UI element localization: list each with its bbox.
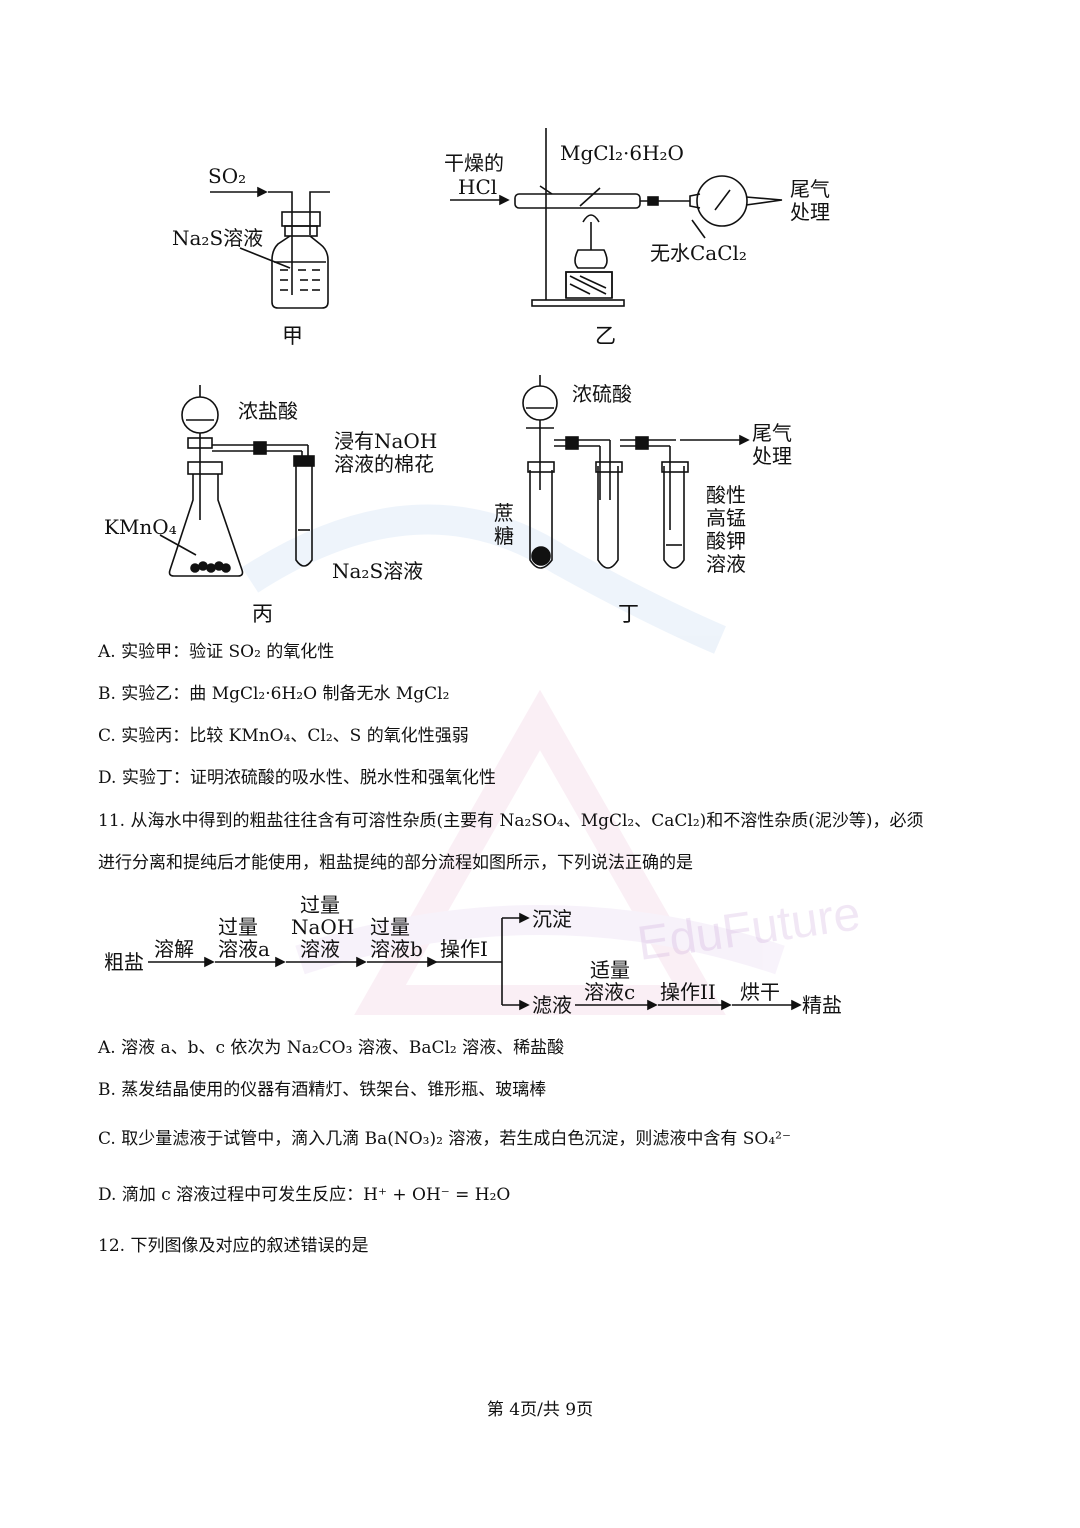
ding-caption: 丁	[618, 602, 639, 626]
apparatus-yi	[450, 128, 783, 307]
bing-hcl-label: 浓盐酸	[238, 399, 298, 423]
apparatus-ding	[522, 375, 750, 569]
ding-kmno4-label-1: 酸性	[706, 483, 746, 507]
q10-option-c: C. 实验丙：比较 KMnO₄、Cl₂、S 的氧化性强弱	[98, 726, 469, 746]
yi-cacl2-label: 无水CaCl₂	[650, 241, 747, 265]
flow-step3-line1: 过量	[300, 893, 340, 917]
flow-step4-line1: 过量	[370, 915, 410, 939]
bing-na2s-label: Na₂S溶液	[332, 559, 424, 583]
yi-mgcl2-label: MgCl₂·6H₂O	[560, 141, 684, 165]
ding-kmno4-label-2: 高锰	[706, 506, 746, 530]
bing-naoh-label-1: 浸有NaOH	[334, 429, 438, 453]
bing-caption: 丙	[252, 602, 273, 626]
flow-operation-1: 操作I	[440, 937, 488, 961]
yi-hcl-label: HCl	[458, 175, 498, 199]
ding-h2so4-label: 浓硫酸	[572, 382, 632, 406]
ding-sugar-label-2: 糖	[494, 524, 514, 548]
jia-na2s-label: Na₂S溶液	[172, 226, 264, 250]
flow-start: 粗盐	[104, 950, 144, 974]
jia-caption: 甲	[282, 324, 303, 348]
apparatus-bing	[159, 385, 315, 577]
q11-option-a: A. 溶液 a、b、c 依次为 Na₂CO₃ 溶液、BaCl₂ 溶液、稀盐酸	[98, 1038, 565, 1058]
page-footer: 第 4页/共 9页	[486, 1400, 594, 1420]
flow-step2-line2: 溶液a	[218, 937, 270, 961]
q10-option-b: B. 实验乙：曲 MgCl₂·6H₂O 制备无水 MgCl₂	[98, 684, 450, 704]
yi-tail-label-1: 尾气	[790, 177, 830, 201]
flowchart-lines	[148, 912, 802, 1011]
ding-kmno4-label-3: 酸钾	[706, 529, 746, 553]
q11-option-c: C. 取少量滤液于试管中，滴入几滴 Ba(NO₃)₂ 溶液，若生成白色沉淀，则滤…	[98, 1129, 791, 1149]
flow-step3-line2: NaOH	[291, 915, 355, 939]
q11-stem-line-2: 进行分离和提纯后才能使用，粗盐提纯的部分流程如图所示，下列说法正确的是	[98, 853, 693, 873]
flow-step3-line3: 溶液	[300, 937, 340, 961]
flow-dry: 烘干	[740, 980, 780, 1004]
bing-naoh-label-2: 溶液的棉花	[334, 452, 434, 476]
flow-step5-line1: 适量	[590, 958, 630, 982]
flow-step-dissolve: 溶解	[154, 937, 194, 961]
q11-stem-line-1: 11. 从海水中得到的粗盐往往含有可溶性杂质(主要有 Na₂SO₄、MgCl₂、…	[98, 811, 924, 831]
q12-stem: 12. 下列图像及对应的叙述错误的是	[98, 1236, 369, 1256]
flow-step5-line2: 溶液c	[584, 980, 636, 1004]
flow-precipitate: 沉淀	[532, 907, 572, 931]
q11-option-d: D. 滴加 c 溶液过程中可发生反应：H⁺ + OH⁻ = H₂O	[98, 1185, 511, 1205]
flow-step4-line2: 溶液b	[370, 937, 423, 961]
yi-dry-label: 干燥的	[444, 151, 504, 175]
q11-option-b: B. 蒸发结晶使用的仪器有酒精灯、铁架台、锥形瓶、玻璃棒	[98, 1080, 547, 1100]
yi-caption: 乙	[595, 324, 616, 348]
flow-filtrate: 滤液	[532, 993, 572, 1017]
yi-tail-label-2: 处理	[790, 200, 830, 224]
ding-tail-label-1: 尾气	[752, 421, 792, 445]
jia-so2-label: SO₂	[208, 164, 247, 188]
apparatus-jia	[210, 186, 330, 309]
ding-kmno4-label-4: 溶液	[706, 552, 746, 576]
bing-kmno4-label: KMnO₄	[104, 515, 177, 539]
flow-step2-line1: 过量	[218, 915, 258, 939]
q10-option-a: A. 实验甲：验证 SO₂ 的氧化性	[98, 642, 335, 662]
ding-sugar-label-1: 蔗	[494, 501, 514, 525]
flow-end: 精盐	[802, 993, 842, 1017]
ding-tail-label-2: 处理	[752, 444, 792, 468]
flow-operation-2: 操作II	[660, 980, 716, 1004]
q10-option-d: D. 实验丁：证明浓硫酸的吸水性、脱水性和强氧化性	[98, 768, 496, 788]
